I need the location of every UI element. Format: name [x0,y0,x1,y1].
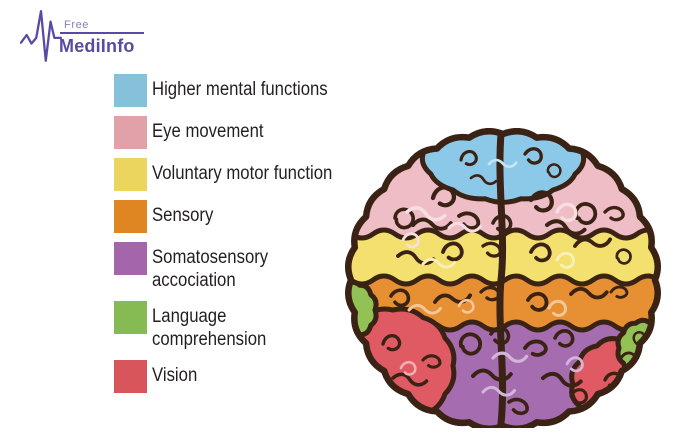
legend-item-language-comprehension: Language comprehension [114,301,357,351]
legend-item-somatosensory-accociation: Somatosensory accociation [114,242,357,292]
legend-swatch-vision [114,360,147,393]
brain-illustration [343,128,663,428]
legend-item-vision: Vision [114,360,357,393]
legend-item-sensory: Sensory [114,200,357,233]
legend-label-vision: Vision [152,365,198,386]
legend-swatch-voluntary-motor-function [114,158,147,191]
legend-label-language-comprehension: Language comprehension [152,306,267,350]
logo-brand: MediInfo [59,36,135,56]
legend: Higher mental functions Eye movement Vol… [114,74,357,393]
legend-swatch-higher-mental-functions [114,74,147,107]
legend-swatch-sensory [114,200,147,233]
legend-label-sensory: Sensory [152,205,214,226]
legend-swatch-somatosensory-accociation [114,242,147,275]
logo: Free MediInfo [20,8,144,62]
legend-item-voluntary-motor-function: Voluntary motor function [114,158,357,191]
legend-label-somatosensory-accociation: Somatosensory accociation [152,247,269,291]
legend-label-eye-movement: Eye movement [152,121,264,142]
logo-divider [60,32,144,34]
logo-free-label: Free [64,19,90,31]
logo-text: Free MediInfo [59,8,144,57]
legend-swatch-language-comprehension [114,301,147,334]
legend-item-eye-movement: Eye movement [114,116,357,149]
legend-label-voluntary-motor-function: Voluntary motor function [152,163,333,184]
legend-item-higher-mental-functions: Higher mental functions [114,74,357,107]
legend-label-higher-mental-functions: Higher mental functions [152,79,328,100]
heartbeat-icon [20,9,62,62]
legend-swatch-eye-movement [114,116,147,149]
brain-svg [345,128,661,428]
brain-outline [345,128,661,428]
brain-fissure [496,131,507,428]
